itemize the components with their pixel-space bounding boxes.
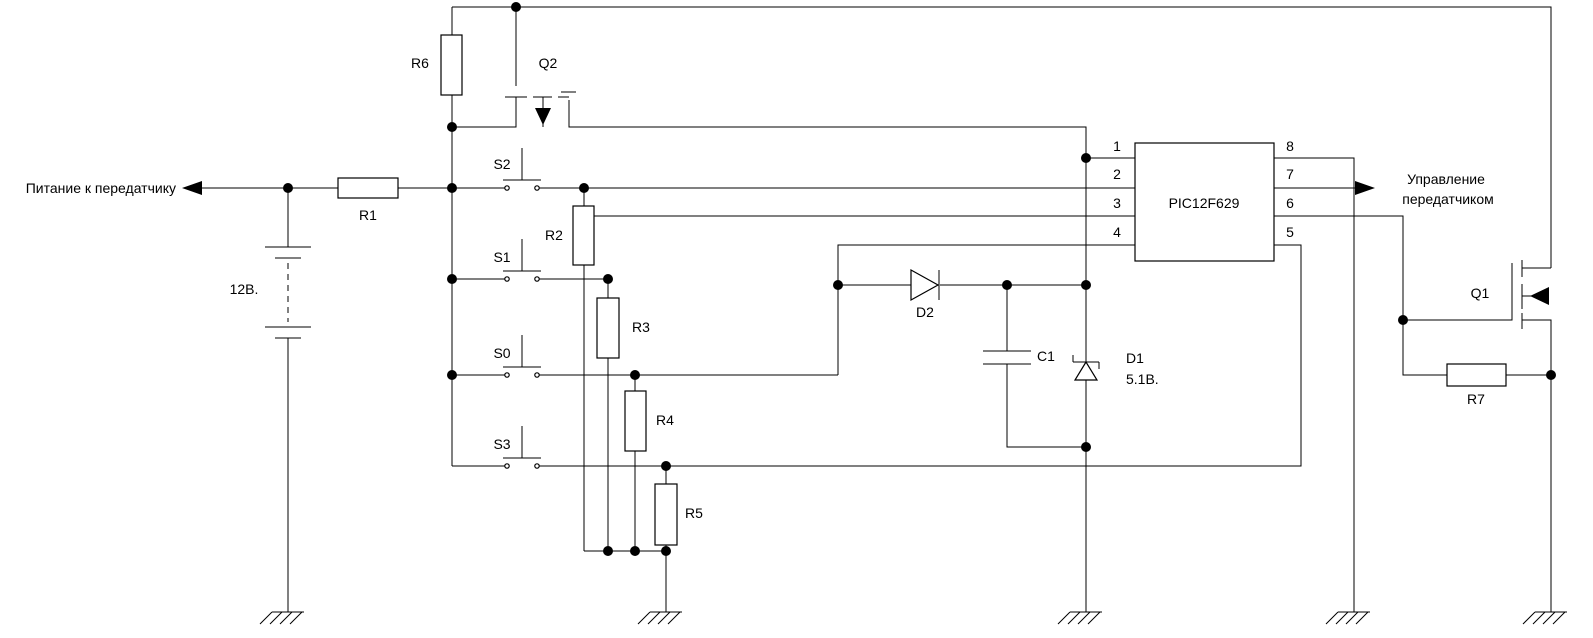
junction-dot [603, 546, 613, 556]
mcu-pin-1: 1 [1113, 138, 1121, 154]
q2-label: Q2 [539, 55, 558, 71]
switch-s1: S1 [493, 239, 541, 282]
ground-symbols [259, 611, 1567, 625]
junction-dot [447, 122, 457, 132]
mcu-pin-8: 8 [1286, 138, 1294, 154]
battery-voltage-label: 12В. [230, 281, 259, 297]
capacitor-c1: C1 [983, 348, 1055, 365]
r3-label: R3 [632, 319, 650, 335]
s0-label: S0 [493, 345, 510, 361]
diode-d2: D2 [910, 268, 940, 320]
mcu-pin-5: 5 [1286, 224, 1294, 240]
switch-s3: S3 [493, 426, 541, 469]
mcu-pin-7: 7 [1286, 166, 1294, 182]
junction-dot [1002, 280, 1012, 290]
junction-dot [661, 546, 671, 556]
wires [200, 6, 1552, 612]
supply-output: Питание к передатчику [26, 180, 202, 196]
ground-icon [1522, 611, 1567, 625]
mcu-pin-3: 3 [1113, 195, 1121, 211]
resistor-r6: R6 [411, 34, 463, 96]
resistor-r2: R2 [545, 205, 595, 266]
mcu-pic12f629: PIC12F629 1 2 3 4 8 7 6 5 [1113, 138, 1294, 262]
junction-dot [283, 183, 293, 193]
r4-label: R4 [656, 412, 674, 428]
battery-12v: 12В. [230, 246, 311, 339]
control-output-arrow [1355, 181, 1375, 195]
junction-dot [1081, 280, 1091, 290]
switch-s0: S0 [493, 335, 541, 378]
junction-dot [603, 274, 613, 284]
mcu-pin-4: 4 [1113, 224, 1121, 240]
s1-label: S1 [493, 249, 510, 265]
junction-dot [447, 183, 457, 193]
junction-dot [579, 183, 589, 193]
s2-label: S2 [493, 156, 510, 172]
resistor-r3: R3 [596, 297, 650, 359]
junction-dot [833, 280, 843, 290]
switch-s2: S2 [493, 148, 541, 191]
s3-label: S3 [493, 436, 510, 452]
junction-dot [1546, 370, 1556, 380]
junction-dot [447, 274, 457, 284]
junction-dot [1398, 315, 1408, 325]
junction-dots [283, 2, 1556, 556]
ground-icon [1325, 611, 1370, 625]
resistor-r5: R5 [654, 483, 703, 546]
supply-output-arrow [182, 181, 202, 195]
mcu-body [1134, 142, 1275, 262]
d1-label: D1 [1126, 350, 1144, 366]
control-output: Управление передатчиком [1355, 171, 1494, 207]
resistor-r7: R7 [1446, 363, 1507, 407]
r7-label: R7 [1467, 391, 1485, 407]
junction-dot [630, 546, 640, 556]
q1-label: Q1 [1471, 285, 1490, 301]
junction-dot [1081, 153, 1091, 163]
supply-output-label: Питание к передатчику [26, 180, 176, 196]
control-output-label-line1: Управление [1407, 171, 1485, 187]
transistor-q1: Q1 [1471, 260, 1549, 329]
junction-dot [1081, 442, 1091, 452]
r6-label: R6 [411, 55, 429, 71]
resistor-r4: R4 [624, 390, 674, 452]
c1-label: C1 [1037, 348, 1055, 364]
r2-label: R2 [545, 227, 563, 243]
ground-icon [1057, 611, 1102, 625]
transistor-q2: Q2 [505, 55, 576, 125]
ground-icon [259, 611, 304, 625]
resistor-r1: R1 [337, 177, 399, 223]
mcu-label: PIC12F629 [1169, 195, 1240, 211]
junction-dot [447, 370, 457, 380]
junction-dot [661, 461, 671, 471]
junction-dot [630, 370, 640, 380]
r1-label: R1 [359, 207, 377, 223]
zener-diode-d1: D1 5.1В. [1072, 350, 1159, 387]
mcu-pin-6: 6 [1286, 195, 1294, 211]
junction-dot [511, 2, 521, 12]
d1-value: 5.1В. [1126, 371, 1159, 387]
control-output-label-line2: передатчиком [1402, 191, 1494, 207]
mcu-pin-2: 2 [1113, 166, 1121, 182]
d2-label: D2 [916, 304, 934, 320]
r5-label: R5 [685, 505, 703, 521]
ground-icon [637, 611, 682, 625]
